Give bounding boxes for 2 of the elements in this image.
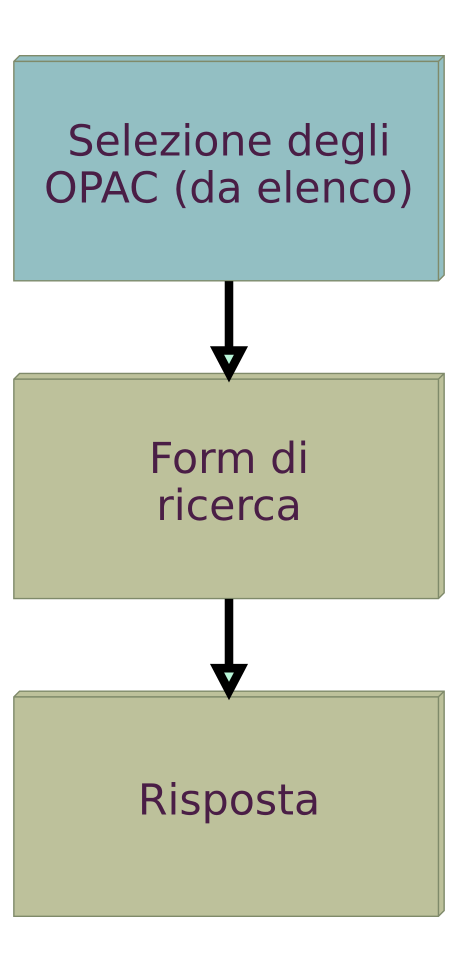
arrow [210, 280, 248, 382]
arrow [210, 598, 248, 700]
